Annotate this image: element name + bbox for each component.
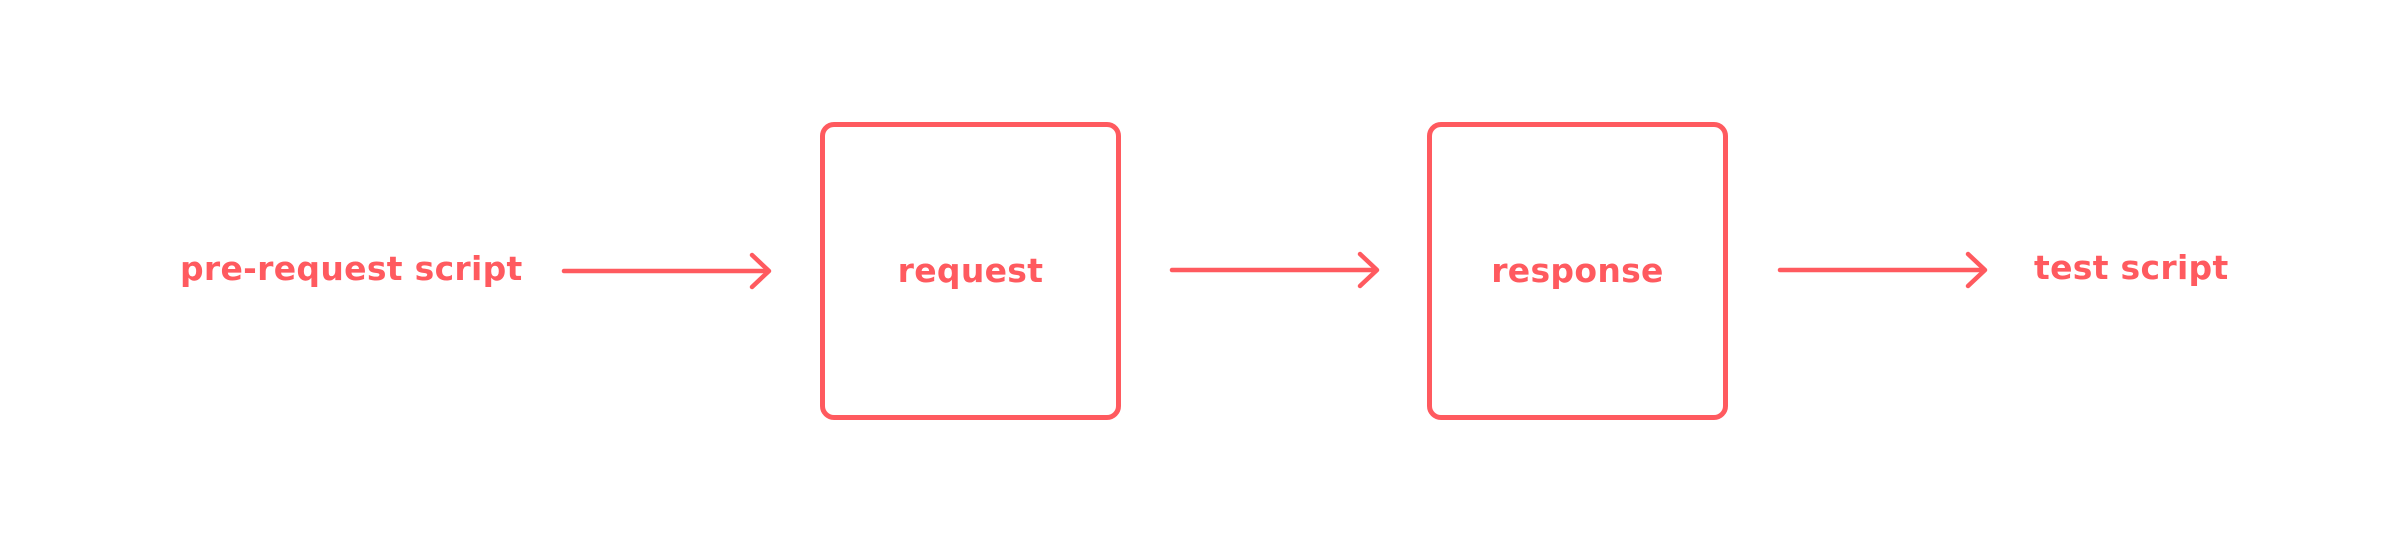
- arrow-right-icon: [1169, 251, 1380, 289]
- pre-request-script-label: pre-request script: [180, 249, 523, 288]
- request-label: request: [897, 251, 1044, 290]
- test-script-label: test script: [2034, 248, 2229, 287]
- request-box: request: [820, 122, 1121, 420]
- response-box: response: [1427, 122, 1728, 420]
- arrow-right-icon: [1777, 251, 1988, 289]
- arrow-right-icon: [561, 252, 772, 290]
- response-label: response: [1491, 251, 1664, 290]
